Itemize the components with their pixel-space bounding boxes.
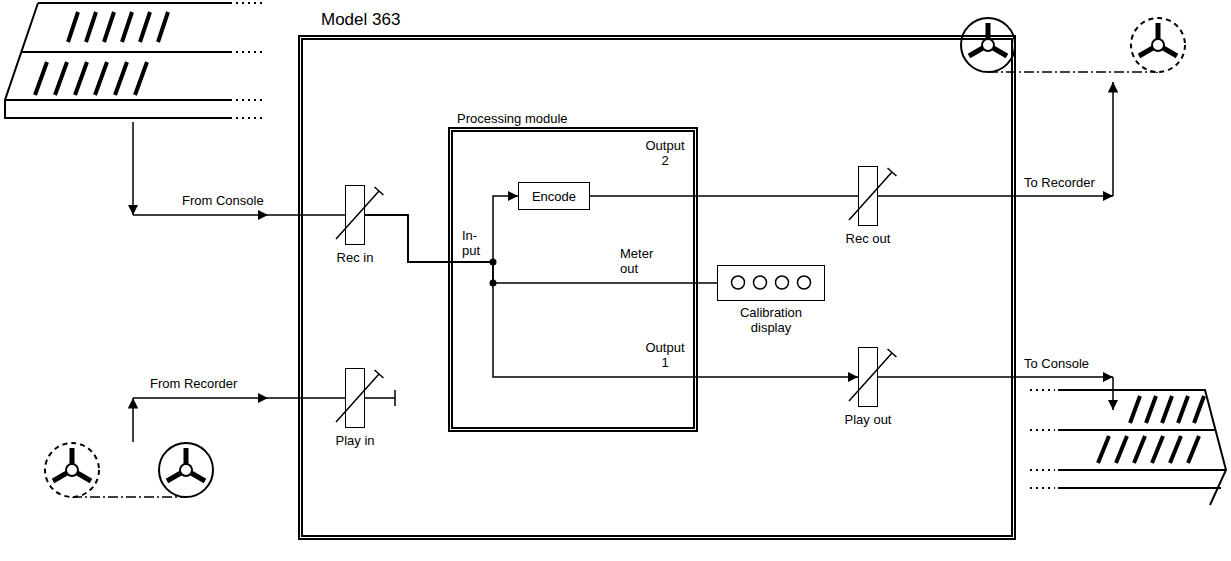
signal-wire [878,376,1113,378]
indicator-lamps [718,266,823,299]
control-label: Rec out [846,231,891,246]
device-title: Model 363 [321,10,400,30]
signal-wire [1112,377,1114,410]
level-control: Rec out [858,166,878,226]
processing-module: Processing moduleEncode [448,127,698,432]
tape-line [72,496,186,498]
module-title: Processing module [457,111,568,126]
potentiometer-symbol [345,185,365,245]
signal-label: From Console [180,193,266,208]
signal-label: To Recorder [1022,175,1097,190]
level-control: Play out [858,347,878,407]
indicator-lamp [754,276,767,289]
mixing-console [1030,390,1226,505]
signal-label: To Console [1022,356,1091,371]
port-label: Output 1 [644,340,686,370]
signal-wire [133,214,268,216]
potentiometer-symbol [345,368,365,428]
console-edge [1030,390,1055,488]
potentiometer-symbol [858,166,878,226]
signal-wire [132,398,134,442]
level-control: Rec in [345,185,365,245]
console-outline [5,3,232,118]
signal-label: From Recorder [148,376,239,391]
calibration-display: Calibration display [717,265,825,301]
potentiometer-symbol [858,347,878,407]
signal-wire [132,122,134,215]
indicator-lamp [732,276,745,289]
console-edge [236,3,264,118]
signal-wire [268,397,345,399]
tape-reel [159,443,213,497]
signal-line [365,215,717,283]
terminated-wire [365,390,395,406]
tape-reel [1131,18,1185,72]
display-label: Calibration display [726,305,816,335]
tape-reel [45,443,99,497]
signal-line [590,195,858,197]
port-label: Meter out [620,246,662,276]
signal-line [365,196,518,262]
tape-recorder [45,443,213,497]
control-label: Rec in [337,250,374,265]
wiper-line [849,348,896,400]
level-control: Play in [345,368,365,428]
port-label: Output 2 [644,138,686,168]
console-outline [1058,390,1226,505]
control-label: Play in [335,433,374,448]
signal-wire [133,397,268,399]
signal-wire [268,214,345,216]
box-label: Encode [532,189,576,204]
wiper-line [336,369,383,421]
indicator-lamp [776,276,789,289]
device-housing: Model 363Processing moduleEncodeRec inCa… [298,35,1016,540]
signal-wire [878,195,1113,197]
control-label: Play out [845,412,892,427]
encode-box: Encode [518,182,590,210]
indicator-lamp [798,276,811,289]
mixing-console [5,3,264,118]
wiper-line [336,186,383,238]
tape-reel [961,18,1015,72]
port-label: In- put [462,228,488,258]
signal-line [365,215,858,377]
console-faders [1098,396,1204,463]
signal-wire [1112,82,1114,196]
console-faders [35,12,168,95]
wiper-line [849,167,896,219]
tape-recorder [961,18,1185,72]
